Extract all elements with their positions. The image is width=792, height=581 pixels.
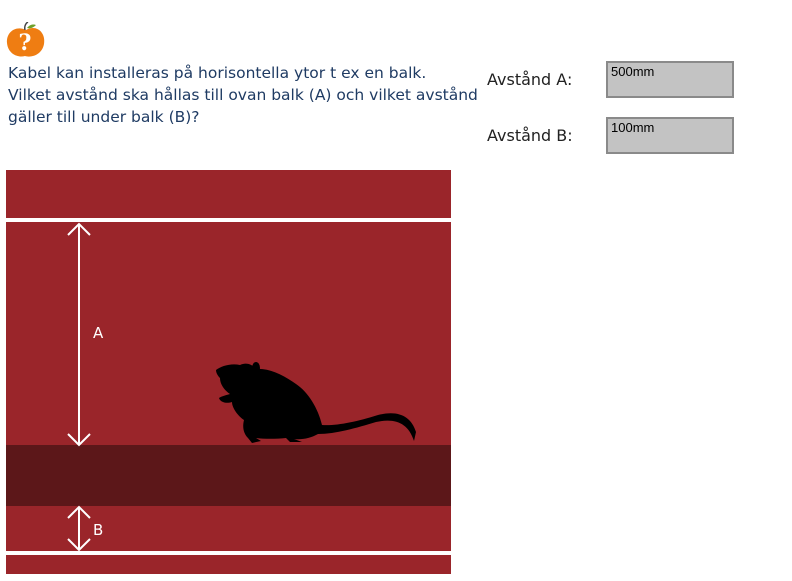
distance-a-input[interactable]: 500mm [606, 61, 734, 98]
label-b: B [93, 521, 103, 539]
svg-text:?: ? [19, 30, 32, 56]
distance-a-label: Avstånd A: [487, 70, 573, 89]
arrow-a [67, 222, 91, 447]
arrow-b [67, 505, 91, 552]
distance-b-input[interactable]: 100mm [606, 117, 734, 154]
label-a: A [93, 324, 104, 342]
question-line-1: Kabel kan installeras på horisontella yt… [8, 64, 427, 82]
beam [6, 445, 451, 506]
distance-b-label: Avstånd B: [487, 126, 573, 145]
upper-line [6, 218, 451, 222]
question-line-3: gäller till under balk (B)? [8, 108, 200, 126]
question-apple-icon: ? [6, 22, 45, 57]
lower-line [6, 551, 451, 555]
distance-a-value: 500mm [611, 64, 655, 79]
question-text: Kabel kan installeras på horisontella yt… [8, 62, 478, 128]
installation-diagram: A B [6, 170, 451, 574]
question-line-2: Vilket avstånd ska hållas till ovan balk… [8, 86, 478, 104]
distance-b-value: 100mm [611, 120, 655, 135]
rat-silhouette-icon [216, 362, 416, 443]
